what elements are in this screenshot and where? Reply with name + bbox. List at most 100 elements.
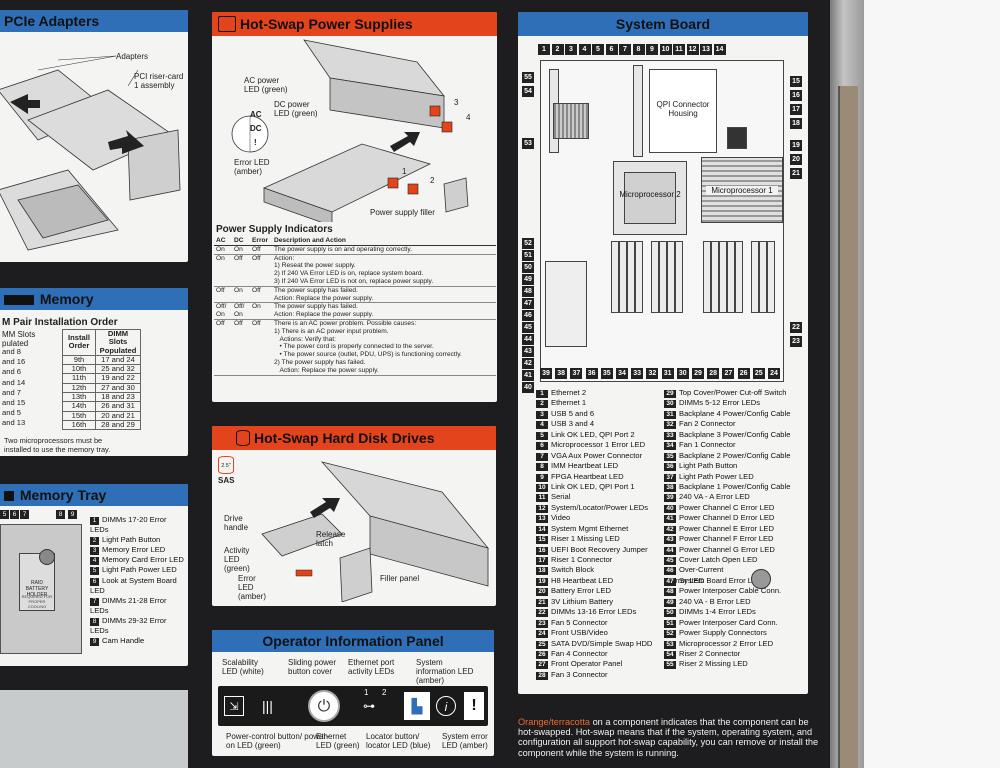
dimm-slot (659, 241, 667, 313)
riser-label: PCI riser-card 1 assembly (134, 72, 184, 90)
dimm-slot (703, 241, 711, 313)
sb-legend-num: 33 (664, 431, 676, 440)
psu-err: Off (250, 319, 272, 376)
memory-panel: Memory M Pair Installation Order MM Slot… (0, 288, 188, 456)
tray-screw (39, 549, 55, 565)
locator-button[interactable]: ▙ (404, 692, 430, 720)
power-button[interactable]: ⏻ (308, 690, 340, 722)
psu-callout-2: 2 (430, 176, 435, 185)
sb-legend-text: 240 VA - A Error LED (679, 492, 750, 502)
dimm-slots: 26 and 31 (95, 401, 141, 412)
sb-legend-num: 52 (664, 630, 676, 639)
sb-legend-num: 45 (664, 557, 676, 565)
memory-icon (4, 295, 34, 305)
tray-legend-text: DIMMs 29-32 Error LEDs (90, 615, 169, 636)
sb-callout: 18 (790, 118, 802, 129)
psu-desc: The power supply has failed. Action: Rep… (272, 302, 496, 320)
sb-callout: 1 (538, 44, 550, 55)
sb-callout: 52 (522, 238, 534, 249)
sb-legend-text: Power Channel D Error LED (679, 513, 775, 523)
dimm-slot (611, 241, 619, 313)
psu-ac-led-label: AC power LED (green) (244, 76, 288, 94)
chassis-rail-inner (838, 86, 858, 768)
psu-err: On (250, 302, 272, 320)
tray-icon (4, 491, 14, 501)
psu-col-dc: DC (232, 237, 250, 246)
psu-desc: Action: 1) Reseat the power supply. 2) I… (272, 254, 496, 287)
sb-legend-text: System Mgmt Ethernet (551, 523, 629, 533)
sb-legend-num: 1 (536, 390, 548, 398)
sb-callout: 16 (790, 90, 802, 101)
psu-title: Hot-Swap Power Supplies (212, 12, 497, 36)
sb-legend-num: 22 (536, 609, 548, 618)
sb-callout: 42 (522, 358, 534, 369)
opi-sys-label: System information LED (amber) (416, 658, 474, 685)
sb-callout: 29 (692, 368, 704, 379)
mp2-label: Microprocessor 2 (619, 190, 681, 199)
sb-callout: 13 (700, 44, 712, 55)
sb-legend-num: 38 (664, 483, 676, 492)
sb-legend-num: 32 (664, 421, 676, 430)
sb-legend-text: Backplane 4 Power/Config Cable (679, 408, 791, 418)
memory-left-value: and 5 (2, 408, 22, 418)
psu-dc-symbol: DC (250, 124, 262, 133)
sb-legend-num: 50 (664, 609, 676, 618)
dimm-slot (759, 241, 767, 313)
board-diagram: QPI Connector Housing Microprocessor 2 M… (540, 60, 784, 382)
tray-legend-text: DIMMs 21-28 Error LEDs (90, 595, 169, 615)
psu-err: Off (250, 254, 272, 287)
memory-subtitle: M Pair Installation Order (2, 317, 118, 328)
opi-n2: 2 (382, 688, 387, 697)
tray-legend-text: Memory Card Error LED (102, 555, 184, 565)
dimm-slot (619, 241, 627, 313)
sb-callout: 7 (619, 44, 631, 55)
sb-legend-num: 49 (664, 598, 676, 607)
mp1-socket: Microprocessor 1 (701, 157, 783, 223)
disk-icon (236, 430, 250, 446)
sb-callout: 23 (790, 336, 802, 347)
psu-callout-4: 4 (466, 113, 471, 122)
sb-legend-num: 28 (536, 671, 548, 680)
sb-callout: 31 (661, 368, 674, 379)
sb-callout: 51 (522, 250, 534, 261)
col-dimm-slots: DIMM Slots Populated (95, 329, 141, 356)
psu-col-desc: Description and Action (272, 237, 496, 246)
sb-callout: 10 (659, 44, 672, 55)
sb-callout: 54 (522, 86, 534, 97)
sb-legend-num: 16 (536, 546, 548, 555)
psu-ac: On (214, 254, 232, 287)
memory-title: Memory (0, 288, 188, 310)
sb-callout: 15 (790, 76, 802, 87)
adapters-label: Adapters (116, 52, 149, 61)
activity-led-label: Activity LED (green) (224, 546, 250, 573)
install-order: 11th (62, 373, 96, 384)
sb-legend-text: Link OK LED, QPI Port 1 (551, 481, 635, 491)
psu-ac: On (214, 245, 232, 255)
sb-legend-text: DIMMs 1-4 Error LEDs (679, 607, 756, 617)
pcie-illustration (0, 55, 181, 251)
sb-legend-num: 2 (536, 400, 548, 409)
psu-desc: There is an AC power problem. Possible c… (272, 319, 496, 376)
